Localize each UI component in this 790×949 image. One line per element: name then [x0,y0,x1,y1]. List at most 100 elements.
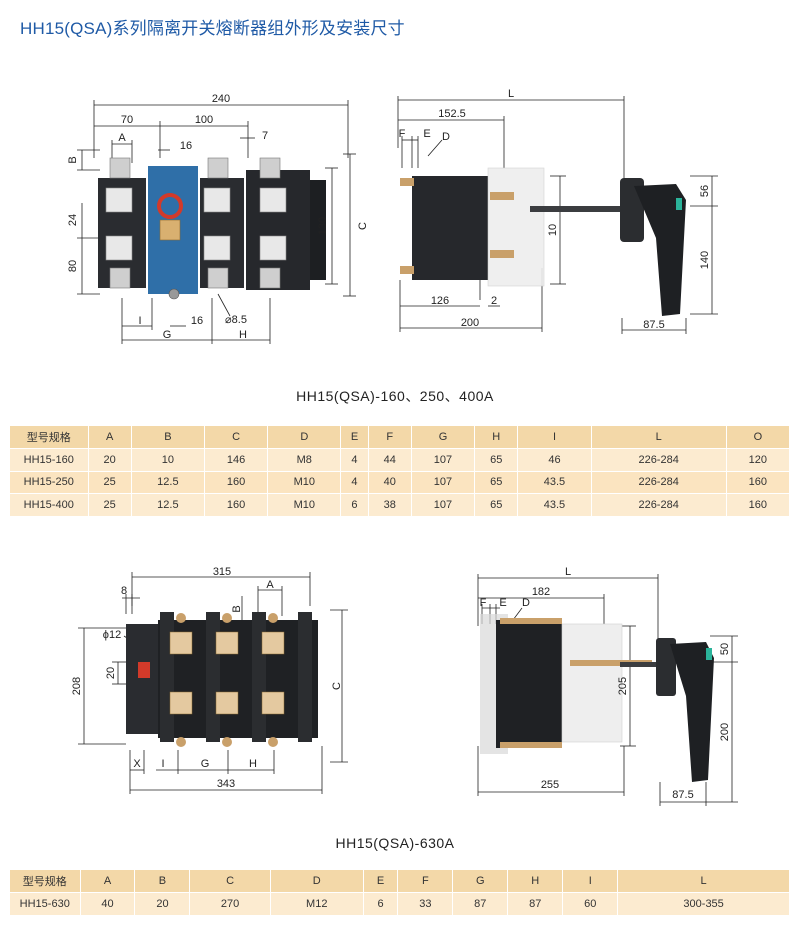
dim-140: 140 [699,251,711,269]
dim-208: 208 [71,677,83,695]
table-cell: 6 [363,892,399,916]
table-cell: 12.5 [131,493,205,517]
table-cell: 160 [726,471,790,494]
table-row: HH15-400 25 12.5 160 M10 6 38 107 65 43.… [10,493,790,517]
table-cell: 25 [88,493,132,517]
col-header: F [397,870,454,893]
dim-16-bottom: 16 [191,315,203,327]
col-header: C [189,870,271,893]
table-cell: 38 [368,493,412,517]
caption-160-400: HH15(QSA)-160、250、400A [296,388,494,404]
table-cell: 270 [189,892,271,916]
spec-table-630: 型号规格 A B C D E F G H I L HH15-630 40 20 … [10,870,790,916]
dim-g: G [163,329,172,341]
dim-x: X [133,758,141,770]
col-header: 型号规格 [10,870,81,893]
table-cell: M10 [267,471,342,494]
col-header: A [88,426,132,449]
col-header: G [452,870,509,893]
table-cell: 107 [411,471,476,494]
col-header: G [411,426,476,449]
table-cell: 226-284 [591,493,727,517]
table-row: HH15-630 40 20 270 M12 6 33 87 87 60 300… [10,892,790,916]
dim-l2: L [565,566,571,578]
table-cell: HH15-400 [10,493,89,517]
dim-f: F [399,128,406,140]
table-cell: 65 [474,448,519,472]
dim-i2: I [161,758,164,770]
caption-630: HH15(QSA)-630A [335,835,455,851]
side-view-630: L 182 F E D 205 255 50 200 87.5 [470,566,760,806]
table-cell: 20 [88,448,132,472]
dim-8: 8 [121,585,127,597]
dim-50: 50 [719,643,731,655]
table-cell: 87 [507,892,564,916]
table-cell: 4 [340,448,369,472]
table-cell: 226-284 [591,448,727,472]
col-header: I [562,870,619,893]
dim-87-5b: 87.5 [672,789,693,801]
col-header: L [617,870,790,893]
table-row: HH15-160 20 10 146 M8 4 44 107 65 46 226… [10,448,790,472]
table-cell: 12.5 [131,471,205,494]
dim-70: 70 [121,114,133,126]
table-header-row: 型号规格 A B C D E F G H I L [10,870,790,893]
dim-200b: 200 [719,723,731,741]
table-cell: M10 [267,493,342,517]
col-header: H [507,870,564,893]
dim-h: H [239,329,247,341]
dim-182: 182 [532,586,550,598]
dim-16-top: 16 [180,140,192,152]
col-header: E [363,870,399,893]
col-header: O [726,426,790,449]
table-cell: 65 [474,471,519,494]
table-cell: M8 [267,448,342,472]
col-header: C [204,426,269,449]
front-view-160-400: 240 70 100 A 16 7 B 24 80 130 C I 16 ⌀8.… [60,88,370,348]
dim-10: 10 [547,224,559,236]
table-cell: 33 [397,892,454,916]
dim-b: B [67,156,79,163]
col-header: H [474,426,519,449]
col-header: A [80,870,136,893]
table-cell: 4 [340,471,369,494]
col-header: L [591,426,727,449]
dim-hole: ⌀8.5 [225,314,247,326]
table-cell: 6 [340,493,369,517]
dim-7: 7 [262,130,268,142]
table-cell: 40 [368,471,412,494]
table-cell: 43.5 [517,493,592,517]
table-cell: 87 [452,892,509,916]
dim-24: 24 [67,214,79,226]
dim-343: 343 [217,778,235,790]
table-cell: 146 [204,448,269,472]
table-cell: HH15-630 [10,892,81,916]
table-cell: 25 [88,471,132,494]
dim-80: 80 [67,260,79,272]
dim-205: 205 [617,677,629,695]
table-cell: 160 [726,493,790,517]
table-cell: 120 [726,448,790,472]
dim-i: I [138,315,141,327]
dim-b2: B [231,605,243,612]
table-cell: HH15-250 [10,471,89,494]
col-header: B [131,426,205,449]
dim-d: D [442,131,450,143]
table-cell: 20 [134,892,191,916]
dim-g2: G [201,758,210,770]
dim-152-5: 152.5 [438,108,466,120]
dim-e2: E [499,597,506,609]
side-view-160-400: L 152.5 F E D 10 126 2 200 56 140 87.5 [390,88,730,338]
dim-130: 130 [317,217,329,235]
col-header: B [134,870,191,893]
dim-100: 100 [195,114,213,126]
col-header: I [517,426,592,449]
table-cell: 107 [411,493,476,517]
table-cell: 160 [204,493,269,517]
table-cell: 40 [80,892,136,916]
table-row: HH15-250 25 12.5 160 M10 4 40 107 65 43.… [10,471,790,494]
col-header: D [267,426,342,449]
spec-table-160-400: 型号规格 A B C D E F G H I L O HH15-160 20 1… [10,426,790,517]
dim-l: L [508,88,514,100]
table-cell: 65 [474,493,519,517]
